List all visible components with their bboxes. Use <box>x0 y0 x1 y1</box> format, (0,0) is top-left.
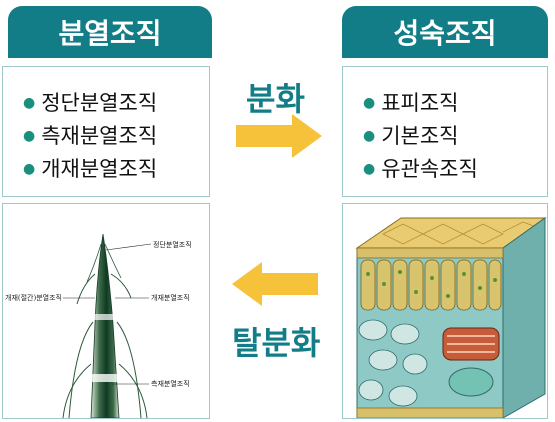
right-arrow-icon <box>236 114 322 158</box>
left-arrow-icon <box>232 262 318 306</box>
meristem-header: 분열조직 <box>8 6 212 58</box>
mature-item-ground: ● 기본조직 <box>363 120 547 153</box>
shoot-meristem-diagram: 정단분열조직 개재(절간)분열조직 개재분열조직 측재분열조직 <box>2 203 210 419</box>
meristem-item-lateral: ● 측재분열조직 <box>23 120 209 153</box>
meristem-list-box: ● 정단분열조직 ● 측재분열조직 ● 개재분열조직 <box>2 66 210 197</box>
intercalary-node-caption: 개재(절간)분열조직 <box>5 293 62 302</box>
mature-tissue-title: 성숙조직 <box>393 17 497 50</box>
bullet-icon: ● <box>23 128 36 144</box>
mature-item-label: 표피조직 <box>381 91 459 115</box>
mature-tissue-list-box: ● 표피조직 ● 기본조직 ● 유관속조직 <box>342 66 548 197</box>
dedifferentiation-label: 탈분화 <box>232 324 321 362</box>
meristem-item-label: 측재분열조직 <box>41 124 158 148</box>
meristem-title: 분열조직 <box>58 17 162 50</box>
differentiation-label: 분화 <box>246 80 305 118</box>
mature-item-epidermal: ● 표피조직 <box>363 87 547 120</box>
apical-meristem-caption: 정단분열조직 <box>153 240 192 249</box>
mature-tissue-header: 성숙조직 <box>342 6 548 58</box>
mature-item-label: 유관속조직 <box>381 157 478 181</box>
intercalary-caption: 개재분열조직 <box>151 293 190 302</box>
mature-item-label: 기본조직 <box>381 124 459 148</box>
leaf-tissue-illustration <box>342 203 548 419</box>
lateral-meristem-caption: 측재분열조직 <box>151 379 190 388</box>
meristem-item-label: 정단분열조직 <box>41 91 158 115</box>
bullet-icon: ● <box>363 161 376 177</box>
meristem-item-intercalary: ● 개재분열조직 <box>23 153 209 186</box>
mature-item-vascular: ● 유관속조직 <box>363 153 547 186</box>
meristem-item-apical: ● 정단분열조직 <box>23 87 209 120</box>
bullet-icon: ● <box>23 161 36 177</box>
bullet-icon: ● <box>23 95 36 111</box>
bullet-icon: ● <box>363 128 376 144</box>
meristem-item-label: 개재분열조직 <box>41 157 158 181</box>
bullet-icon: ● <box>363 95 376 111</box>
